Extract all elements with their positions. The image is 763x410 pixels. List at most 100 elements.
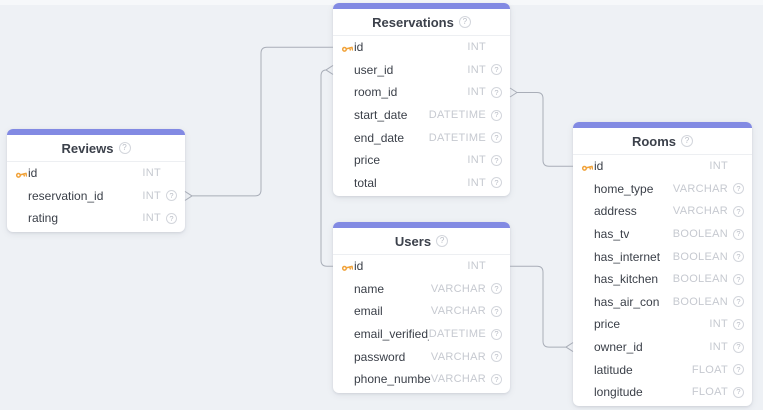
- field-name: price: [594, 317, 621, 332]
- nullable-note-icon[interactable]: ?: [491, 283, 502, 295]
- field-name: name: [354, 281, 385, 296]
- relationship-reservations-users[interactable]: [320, 64, 334, 267]
- field-row-price[interactable]: price INT?: [573, 313, 752, 336]
- field-name: price: [354, 153, 381, 168]
- crow-foot-marker: [325, 64, 334, 75]
- field-name: has_tv: [594, 227, 630, 242]
- field-type: INT: [142, 167, 161, 180]
- field-type: INT: [142, 212, 161, 225]
- field-type: DATETIME: [428, 131, 486, 144]
- nullable-note-icon[interactable]: ?: [491, 64, 502, 76]
- nullable-note-icon[interactable]: ?: [491, 109, 502, 121]
- field-type: DATETIME: [428, 328, 486, 341]
- nullable-note-icon[interactable]: ?: [733, 205, 744, 217]
- primary-key-icon: [341, 41, 354, 53]
- field-name: phone_numbe: [354, 372, 431, 387]
- nullable-note-icon[interactable]: ?: [491, 351, 502, 363]
- field-row-has_internet[interactable]: has_internet BOOLEAN?: [573, 245, 752, 268]
- nullable-note-icon[interactable]: ?: [491, 86, 502, 98]
- table-help-icon[interactable]: ?: [458, 16, 471, 28]
- field-name: has_internet: [594, 249, 661, 264]
- nullable-note-icon[interactable]: ?: [491, 328, 502, 340]
- nullable-note-icon[interactable]: ?: [733, 296, 744, 308]
- crow-foot-marker: [184, 190, 193, 201]
- nullable-note-icon[interactable]: ?: [733, 183, 744, 195]
- nullable-note-icon[interactable]: ?: [733, 228, 744, 240]
- table-header-rooms[interactable]: Rooms?: [573, 128, 752, 155]
- nullable-note-icon[interactable]: ?: [491, 305, 502, 317]
- nullable-note-icon[interactable]: ?: [733, 318, 744, 330]
- canvas-top-edge: [0, 0, 763, 5]
- field-type: INT: [709, 318, 728, 331]
- field-type: INT: [142, 189, 161, 202]
- nullable-note-icon[interactable]: ?: [166, 212, 177, 224]
- nullable-note-icon[interactable]: ?: [491, 177, 502, 189]
- nullable-note-icon[interactable]: ?: [733, 251, 744, 263]
- nullable-note-icon[interactable]: ?: [733, 341, 744, 353]
- nullable-note-icon[interactable]: ?: [491, 132, 502, 144]
- field-name: password: [354, 349, 406, 364]
- table-help-icon[interactable]: ?: [436, 235, 449, 247]
- field-type: VARCHAR: [430, 305, 486, 318]
- field-name: latitude: [594, 362, 633, 377]
- field-type: INT: [467, 260, 486, 273]
- table-help-icon[interactable]: ?: [681, 135, 694, 147]
- nullable-note-icon[interactable]: ?: [491, 154, 502, 166]
- field-name: home_type: [594, 181, 654, 196]
- table-header-users[interactable]: Users?: [333, 228, 510, 255]
- relationship-reservations-rooms[interactable]: [509, 87, 573, 167]
- field-name: total: [354, 175, 377, 190]
- table-help-icon[interactable]: ?: [118, 142, 131, 154]
- table-header-reservations[interactable]: Reservations?: [333, 9, 510, 36]
- primary-key-icon: [341, 260, 354, 272]
- relationship-reviews-reservations[interactable]: [184, 46, 333, 201]
- table-header-reviews[interactable]: Reviews?: [7, 135, 185, 162]
- nullable-note-icon[interactable]: ?: [733, 386, 744, 398]
- field-type: BOOLEAN: [672, 250, 728, 263]
- nullable-note-icon[interactable]: ?: [491, 373, 502, 385]
- nullable-note-icon[interactable]: ?: [733, 364, 744, 376]
- field-row-email_verified_[interactable]: email_verified_DATETIME?: [333, 323, 510, 346]
- field-type: INT: [709, 341, 728, 354]
- field-name: user_id: [354, 62, 394, 77]
- field-name: rating: [28, 211, 59, 226]
- table-accent-bar: [7, 129, 185, 135]
- table-title: Users: [394, 233, 432, 249]
- field-name: longitude: [594, 385, 643, 400]
- field-name: email_verified_: [354, 327, 429, 342]
- relationship-wire: [320, 69, 333, 267]
- field-name: id: [354, 40, 364, 55]
- relationship-rooms-users[interactable]: [510, 265, 574, 353]
- nullable-note-icon[interactable]: ?: [733, 273, 744, 285]
- nullable-note-icon[interactable]: ?: [166, 190, 177, 202]
- field-row-rating[interactable]: rating INT?: [7, 207, 185, 230]
